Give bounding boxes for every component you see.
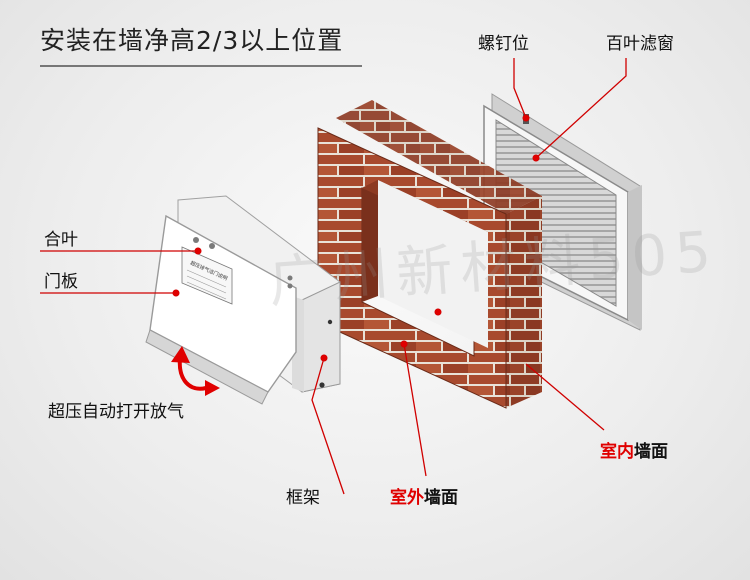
callout-dots [172, 114, 540, 362]
outdoor-suffix: 墙面 [424, 488, 458, 508]
label-frame: 框架 [286, 488, 320, 508]
label-auto-open: 超压自动打开放气 [48, 402, 184, 422]
vent-valve-assembly: 超压排气活门说明 [145, 195, 341, 405]
label-door-panel: 门板 [44, 272, 78, 292]
auto-open-arrow-icon [171, 346, 220, 396]
hinge [193, 237, 199, 243]
label-screw-position: 螺钉位 [478, 34, 529, 54]
label-indoor-wall: 室内墙面 [600, 442, 668, 462]
callout-lines [40, 58, 627, 495]
label-outdoor-wall: 室外墙面 [390, 488, 458, 508]
label-hinge: 合叶 [44, 230, 78, 250]
indoor-prefix: 室内 [600, 442, 634, 462]
indoor-suffix: 墙面 [634, 442, 668, 462]
brick-wall [317, 100, 542, 409]
outdoor-prefix: 室外 [390, 488, 424, 508]
hinge [209, 243, 215, 249]
label-louver-filter: 百叶滤窗 [606, 34, 674, 54]
diagram-title: 安装在墙净高2/3以上位置 [40, 26, 344, 55]
instruction-sticker [181, 246, 233, 305]
